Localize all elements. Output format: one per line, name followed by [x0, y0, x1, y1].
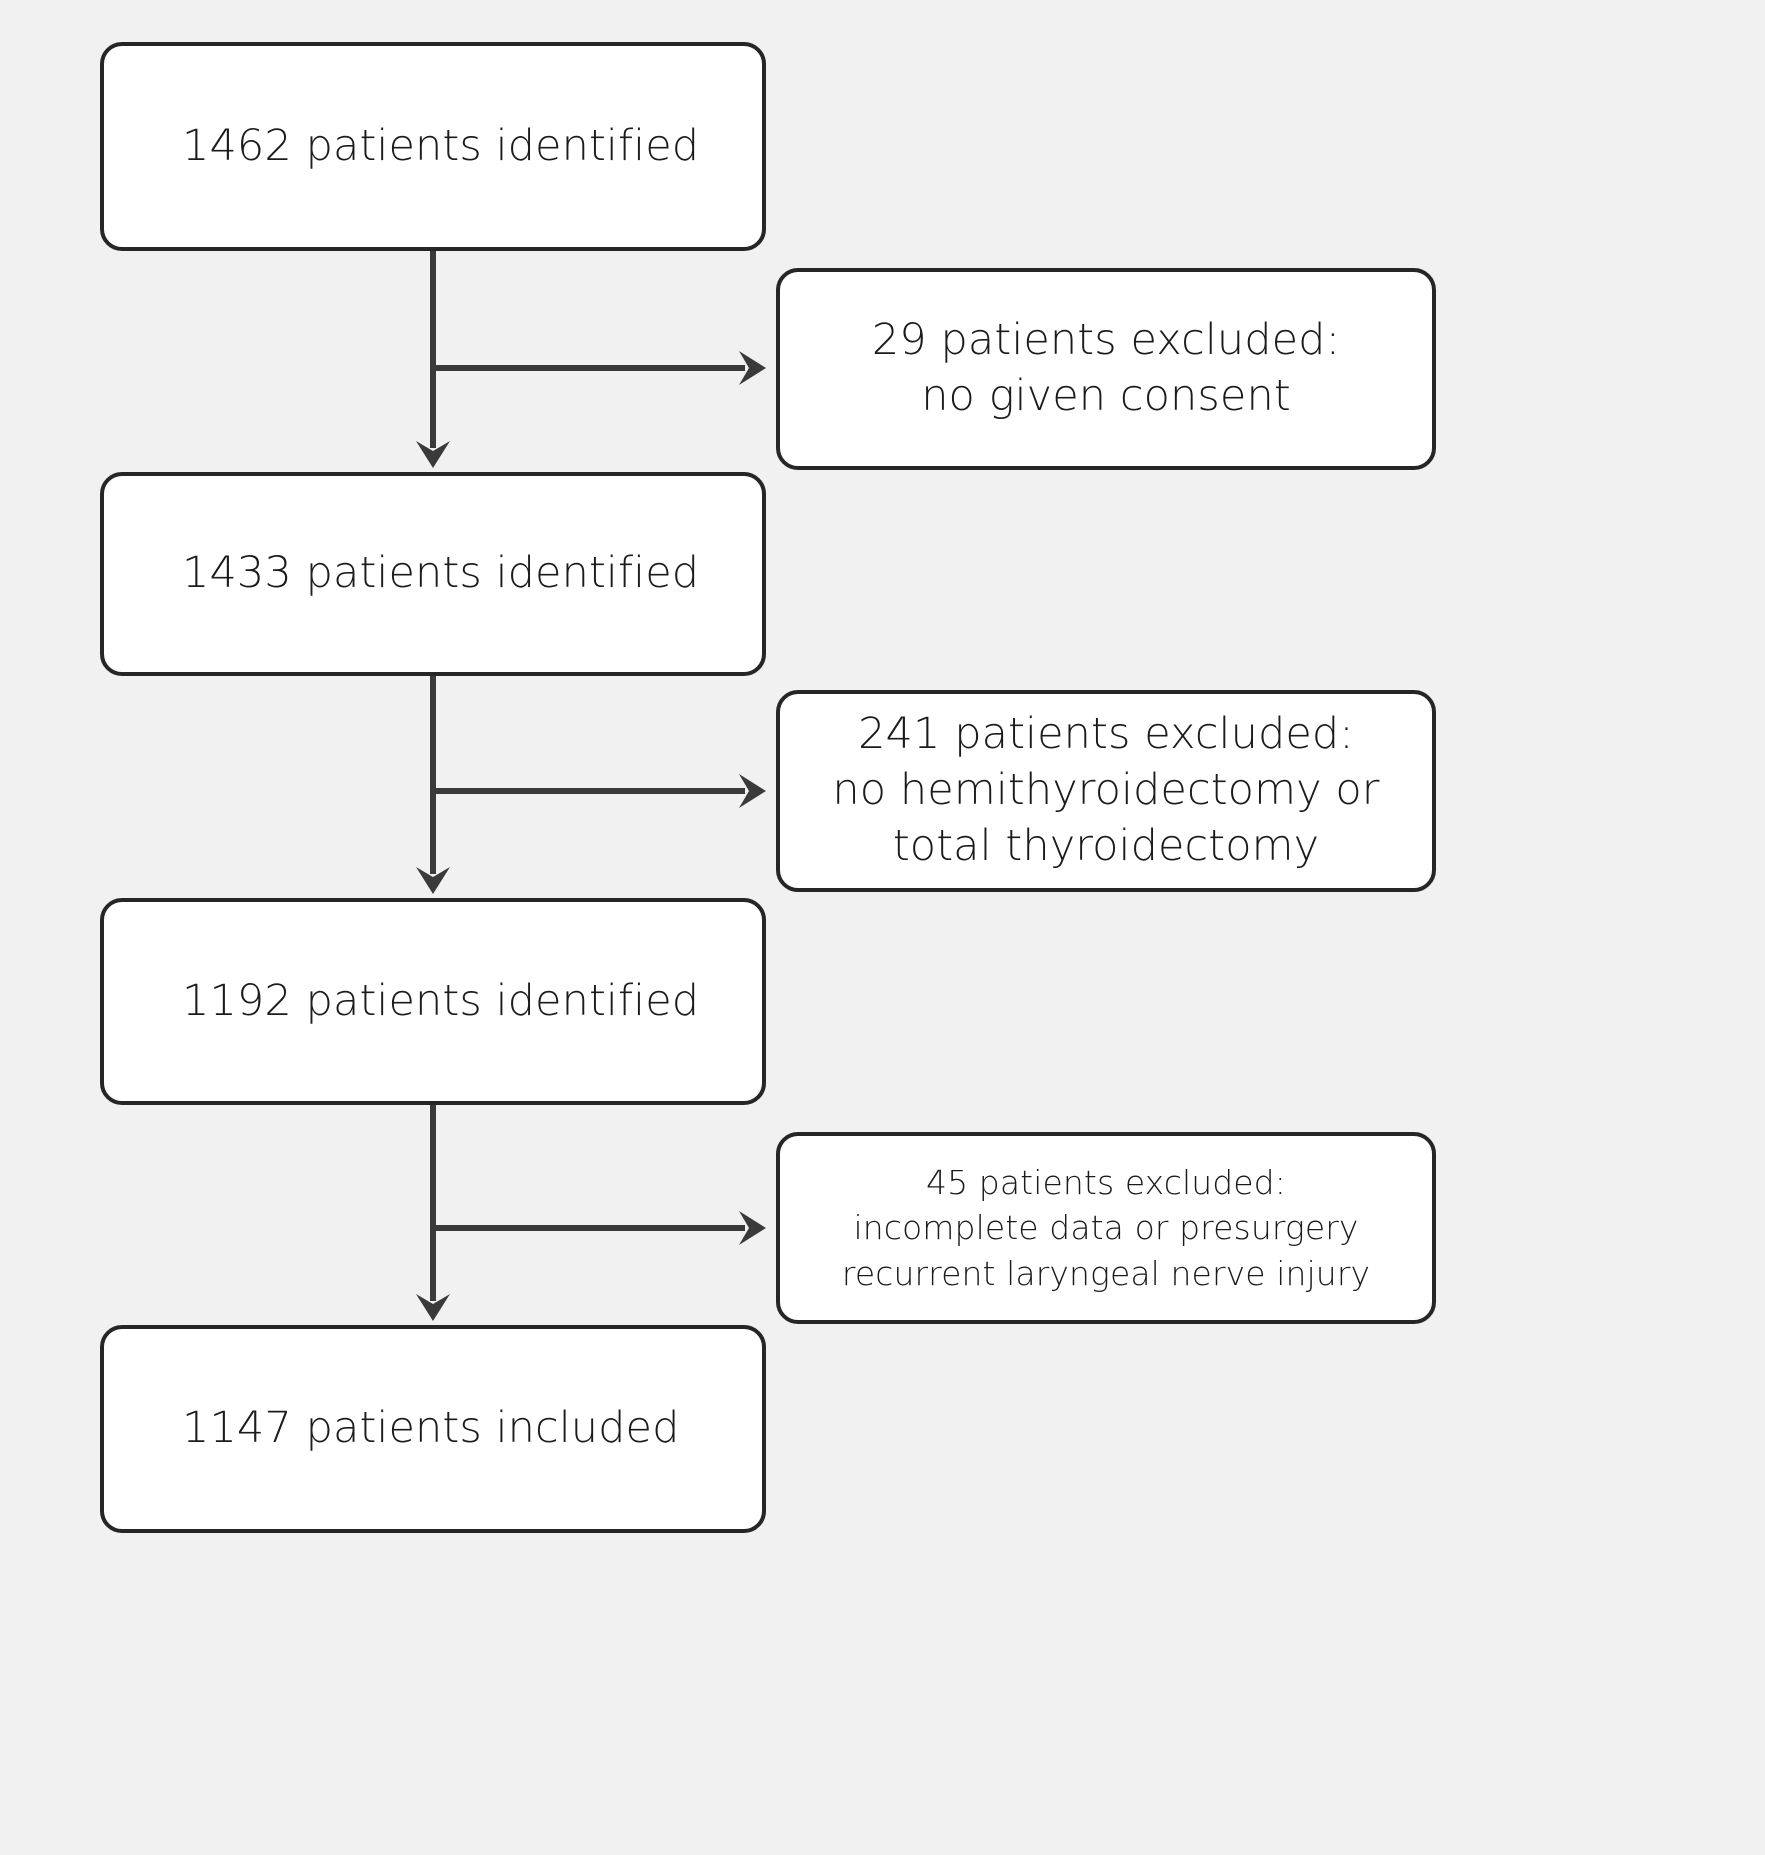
node-excluded-45-line-2: incomplete data or presurgery — [853, 1208, 1359, 1248]
node-excluded-29-line-1: 29 patients excluded: — [871, 315, 1341, 366]
node-excluded-45-line-3: recurrent laryngeal nerve injury — [841, 1253, 1371, 1293]
node-excluded-29-line-2: no given consent — [921, 371, 1291, 421]
node-excluded-241-line-1: 241 patients excluded: — [858, 709, 1354, 760]
node-excluded-29: 29 patients excluded: no given consent — [776, 268, 1436, 470]
node-identified-1192: 1192 patients identified — [100, 898, 766, 1105]
node-excluded-241: 241 patients excluded: no hemithyroidect… — [776, 690, 1436, 892]
node-excluded-45: 45 patients excluded: incomplete data or… — [776, 1132, 1436, 1324]
node-identified-1462-label: 1462 patients identified — [182, 120, 700, 171]
node-identified-1433-label: 1433 patients identified — [182, 548, 700, 599]
node-excluded-45-line-1: 45 patients excluded: — [926, 1162, 1286, 1202]
node-identified-1462: 1462 patients identified — [100, 42, 766, 251]
node-identified-1192-label: 1192 patients identified — [182, 975, 700, 1026]
node-excluded-29-label: 29 patients excluded: no given consent — [780, 313, 1432, 425]
node-excluded-241-label: 241 patients excluded: no hemithyroidect… — [780, 707, 1432, 875]
node-included-1147: 1147 patients included — [100, 1325, 766, 1533]
node-excluded-45-label: 45 patients excluded: incomplete data or… — [780, 1160, 1432, 1297]
node-included-1147-label: 1147 patients included — [182, 1403, 680, 1454]
node-identified-1433: 1433 patients identified — [100, 472, 766, 676]
node-excluded-241-line-3: total thyroidectomy — [892, 820, 1320, 871]
node-excluded-241-line-2: no hemithyroidectomy or — [832, 765, 1380, 816]
